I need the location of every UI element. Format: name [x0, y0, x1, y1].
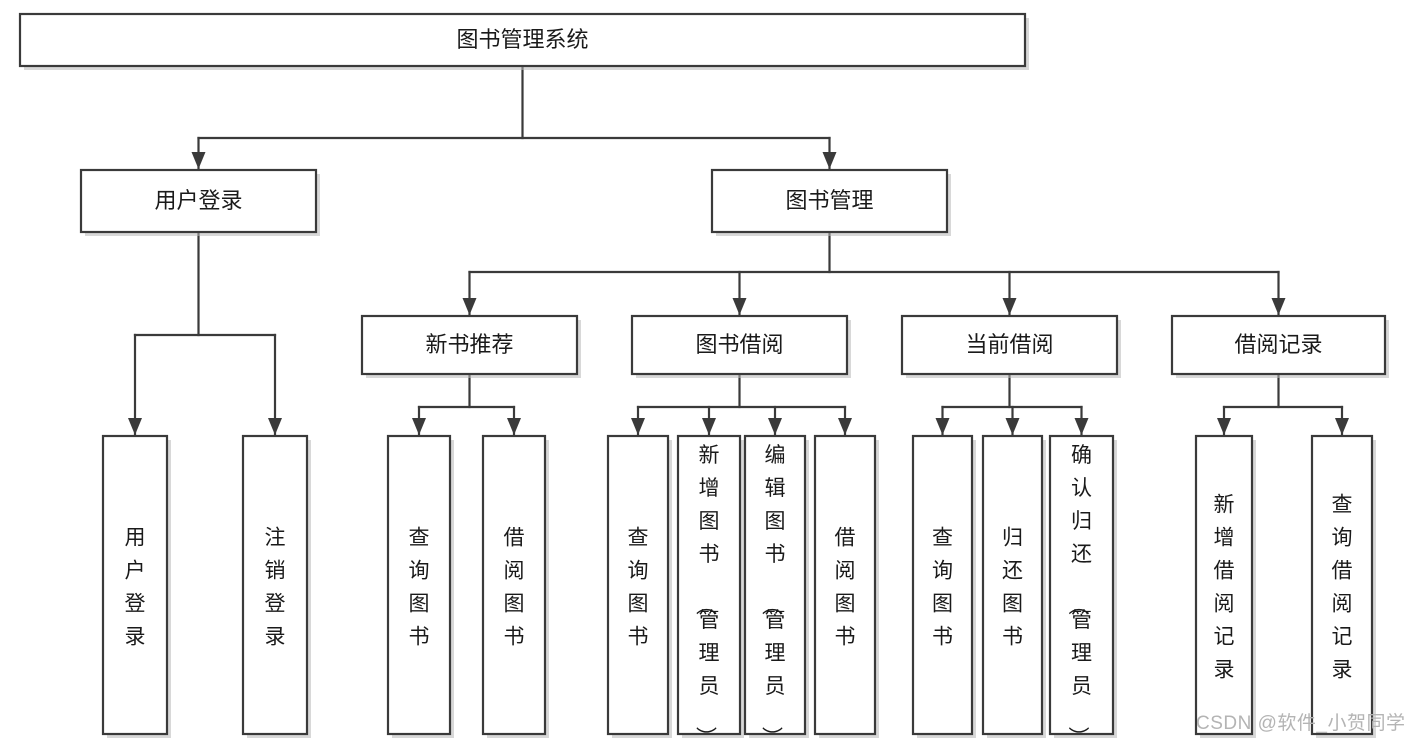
node-box[interactable]	[813, 434, 877, 736]
node-box[interactable]	[1048, 434, 1115, 736]
node-box[interactable]	[900, 314, 1119, 376]
node-box[interactable]	[79, 168, 318, 234]
node-leaf_logout[interactable]: 注销登录	[241, 434, 311, 738]
node-borrow_record[interactable]: 借阅记录	[1170, 314, 1389, 378]
node-leaf_return_book[interactable]: 归还图书	[981, 434, 1046, 738]
node-label: 查询借阅记录	[1332, 494, 1353, 682]
node-box[interactable]	[710, 168, 949, 234]
node-leaf_query_book_3[interactable]: 查询图书	[911, 434, 976, 738]
node-box[interactable]	[1194, 434, 1254, 736]
node-label: 查询图书	[932, 527, 953, 649]
csdn-watermark: CSDN @软件_小贺同学	[1196, 712, 1405, 734]
node-label: 归还图书	[1002, 527, 1023, 649]
node-label: 查询图书	[628, 527, 649, 649]
node-label: 当前借阅	[965, 332, 1053, 357]
node-book_mgmt[interactable]: 图书管理	[710, 168, 951, 236]
connector-group-borrow_record	[1217, 372, 1349, 437]
node-leaf_confirm_return[interactable]: 确认归还（管理员）	[1048, 434, 1117, 747]
node-leaf_borrow_book_1[interactable]: 借阅图书	[481, 434, 549, 738]
node-user_login[interactable]: 用户登录	[79, 168, 320, 236]
connector-group-root	[191, 64, 837, 171]
node-label: 新增借阅记录	[1214, 494, 1235, 682]
node-box[interactable]	[360, 314, 579, 376]
node-leaf_query_book_1[interactable]: 查询图书	[386, 434, 454, 738]
node-label: 新书推荐	[425, 332, 513, 357]
node-book_borrow[interactable]: 图书借阅	[630, 314, 851, 378]
connector-group-user_login	[128, 230, 282, 437]
node-root[interactable]: 图书管理系统	[18, 12, 1029, 70]
connector-layer	[128, 64, 1349, 437]
node-box[interactable]	[1310, 434, 1374, 736]
node-label: 用户登录	[125, 527, 146, 649]
connector-group-new_book_rec	[412, 372, 521, 437]
node-box[interactable]	[606, 434, 670, 736]
node-label: 注销登录	[265, 527, 286, 649]
node-box[interactable]	[630, 314, 849, 376]
connector-group-book_borrow	[631, 372, 852, 437]
connector-group-current_borrow	[935, 372, 1089, 437]
node-label: 借阅图书	[504, 527, 525, 649]
node-leaf_query_book_2[interactable]: 查询图书	[606, 434, 672, 738]
connector-group-book_mgmt	[462, 230, 1286, 317]
node-box[interactable]	[101, 434, 169, 736]
node-label: 借阅记录	[1234, 332, 1322, 357]
node-leaf_borrow_book_2[interactable]: 借阅图书	[813, 434, 879, 738]
node-label: 编辑图书（管理员）	[760, 444, 786, 747]
node-label: 图书管理系统	[456, 27, 588, 52]
node-label: 图书管理	[785, 188, 873, 213]
node-box[interactable]	[743, 434, 807, 736]
node-box[interactable]	[241, 434, 309, 736]
node-leaf_user_login[interactable]: 用户登录	[101, 434, 171, 738]
node-label: 新增图书（管理员）	[694, 444, 720, 747]
node-layer: 图书管理系统用户登录图书管理新书推荐图书借阅当前借阅借阅记录用户登录注销登录查询…	[18, 12, 1389, 747]
node-box[interactable]	[1170, 314, 1387, 376]
node-new_book_rec[interactable]: 新书推荐	[360, 314, 581, 378]
node-leaf_add_record[interactable]: 新增借阅记录	[1194, 434, 1256, 738]
node-leaf_add_book[interactable]: 新增图书（管理员）	[676, 434, 744, 747]
node-box[interactable]	[911, 434, 974, 736]
node-label: 借阅图书	[835, 527, 856, 649]
node-label: 用户登录	[154, 188, 242, 213]
watermark-layer: CSDN @软件_小贺同学	[1196, 712, 1405, 734]
node-label: 图书借阅	[695, 332, 783, 357]
node-label: 确认归还（管理员）	[1066, 444, 1092, 747]
node-leaf_query_record[interactable]: 查询借阅记录	[1310, 434, 1376, 738]
node-box[interactable]	[981, 434, 1044, 736]
node-leaf_edit_book[interactable]: 编辑图书（管理员）	[743, 434, 809, 747]
node-box[interactable]	[386, 434, 452, 736]
node-current_borrow[interactable]: 当前借阅	[900, 314, 1121, 378]
node-box[interactable]	[18, 12, 1027, 68]
node-box[interactable]	[481, 434, 547, 736]
node-box[interactable]	[676, 434, 742, 736]
node-label: 查询图书	[409, 527, 430, 649]
